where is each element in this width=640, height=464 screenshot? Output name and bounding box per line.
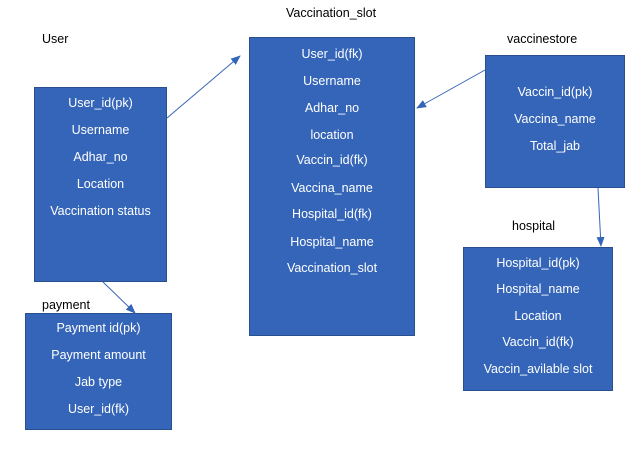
vaccinestore-field: Vaccin_id(pk) [517,85,593,99]
vaccination-slot-field: Vaccina_name [291,181,373,195]
user-to-payment-arrow [102,281,136,314]
vaccination-slot-field: location [310,128,354,142]
vaccinestore-field: Total_jab [529,139,581,153]
vaccinestore-to-hospital-arrow [596,187,605,247]
vaccination-slot-field: Adhar_no [304,101,360,115]
vaccination-slot-field: Hospital_name [290,235,374,249]
user-field: Location [76,177,125,191]
vaccinestore-field: Vaccina_name [514,112,596,126]
vaccination-slot-field: User_id(fk) [301,47,363,61]
vaccination-slot-field: Hospital_id(fk) [292,207,372,221]
hospital-field: Vaccin_avilable slot [483,362,593,376]
payment-field: User_id(fk) [67,402,130,416]
vaccinestore-entity-box: Vaccin_id(pk) Vaccina_name Total_jab [485,55,625,188]
diagram-title: Vaccination_slot [286,6,377,20]
hospital-entity-label: hospital [512,219,556,233]
payment-entity-label: payment [42,298,90,312]
payment-field: Jab type [74,375,123,389]
user-field: Vaccination status [50,204,151,218]
payment-entity-box: Payment id(pk) Payment amount Jab type U… [25,313,172,430]
hospital-field: Hospital_id(pk) [496,256,580,270]
user-field: User_id(pk) [68,96,133,110]
hospital-field: Hospital_name [496,282,580,296]
payment-field: Payment id(pk) [56,321,141,335]
hospital-entity-box: Hospital_id(pk) Hospital_name Location V… [463,247,613,391]
vaccinestore-to-vaccination-slot-arrow [416,69,486,109]
vaccinestore-entity-label: vaccinestore [507,32,578,46]
vaccination-slot-entity-box: User_id(fk) Username Adhar_no location V… [249,37,415,336]
user-field: Adhar_no [73,150,128,164]
user-entity-box: User_id(pk) Username Adhar_no Location V… [34,87,167,282]
user-field: Username [71,123,130,137]
hospital-field: Vaccin_id(fk) [502,335,574,349]
vaccination-slot-field: Vaccination_slot [286,261,378,275]
payment-field: Payment amount [51,348,146,362]
vaccination-slot-field: Vaccin_id(fk) [296,153,368,167]
vaccination-slot-field: Username [303,74,361,88]
hospital-field: Location [514,309,562,323]
user-entity-label: User [42,32,69,46]
user-to-vaccination-slot-arrow [166,55,241,119]
